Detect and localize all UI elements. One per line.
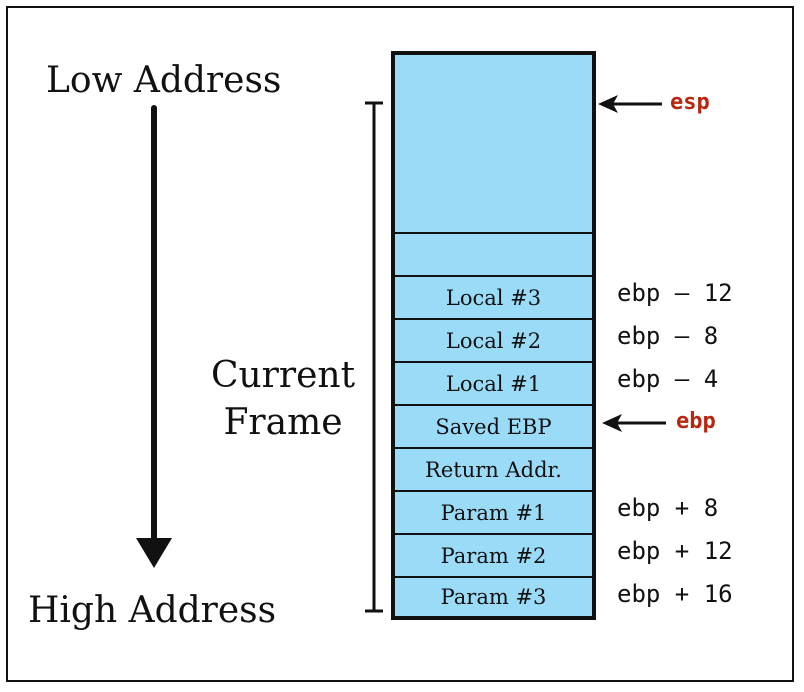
stack-cell-param-1: Param #1	[395, 490, 592, 533]
stack-cell-local-3: Local #3	[395, 275, 592, 318]
stack-column: Local #3 Local #2 Local #1 Saved EBP Ret…	[391, 51, 596, 620]
stack-cell-saved-ebp: Saved EBP	[395, 404, 592, 447]
stack-cell-local-1: Local #1	[395, 361, 592, 404]
offset-param-3: ebp + 16	[617, 580, 733, 608]
address-direction-arrowhead	[136, 538, 172, 568]
ebp-pointer-label: ebp	[676, 409, 716, 434]
low-address-label: Low Address	[46, 60, 282, 101]
offset-local-2: ebp – 8	[617, 322, 719, 350]
offset-param-2: ebp + 12	[617, 537, 733, 565]
stack-cell-param-2: Param #2	[395, 533, 592, 576]
high-address-label: High Address	[28, 590, 277, 631]
esp-arrowhead	[598, 95, 618, 113]
offset-local-3: ebp – 12	[617, 279, 733, 307]
stack-cell-local-2: Local #2	[395, 318, 592, 361]
offset-param-1: ebp + 8	[617, 494, 719, 522]
current-frame-label-line2: Frame	[223, 402, 343, 443]
stack-cell-free-space	[395, 55, 592, 232]
esp-pointer-label: esp	[670, 90, 710, 115]
current-frame-label: Current Frame	[200, 352, 366, 446]
stack-cell-param-3: Param #3	[395, 576, 592, 616]
stack-cell-empty	[395, 232, 592, 275]
offset-local-1: ebp – 4	[617, 365, 719, 393]
stack-cell-return-addr: Return Addr.	[395, 447, 592, 490]
ebp-arrowhead	[602, 414, 622, 432]
current-frame-label-line1: Current	[210, 355, 356, 396]
